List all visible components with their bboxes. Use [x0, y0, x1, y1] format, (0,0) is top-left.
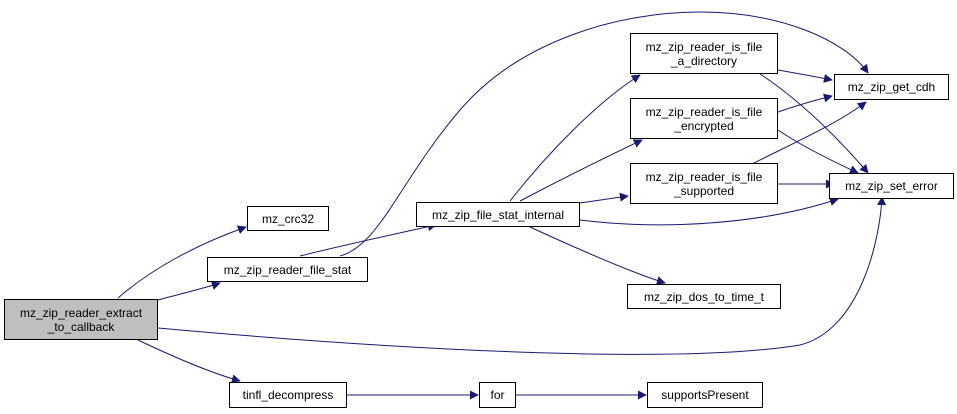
edge-extract-to-crc32 [117, 225, 247, 299]
edge-directory-to-get-cdh [777, 69, 833, 83]
edge-extract-to-set-error [157, 196, 887, 355]
node-mz-zip-dos-to-time-t[interactable]: mz_zip_dos_to_time_t [627, 284, 781, 309]
node-label-line2: _encrypted [674, 118, 734, 133]
node-label-line1: mz_zip_reader_extract [19, 305, 143, 320]
node-label-line2: _supported [673, 183, 735, 198]
node-label-line1: mz_zip_reader_is_file [645, 169, 763, 184]
node-mz-zip-file-stat-internal[interactable]: mz_zip_file_stat_internal [416, 202, 580, 227]
node-mz-zip-reader-is-file-encrypted[interactable]: mz_zip_reader_is_file _encrypted [630, 98, 778, 139]
edge-internal-to-set-error [579, 197, 839, 226]
node-mz-zip-reader-file-stat[interactable]: mz_zip_reader_file_stat [207, 257, 368, 282]
edge-stat-to-get-cdh [339, 11, 869, 257]
node-mz-zip-get-cdh[interactable]: mz_zip_get_cdh [834, 74, 949, 100]
edge-internal-to-dos [529, 226, 666, 285]
node-label: mz_zip_reader_file_stat [223, 262, 352, 277]
node-supports-present[interactable]: supportsPresent [647, 382, 763, 408]
node-label-line1: mz_zip_reader_is_file [645, 104, 763, 119]
node-mz-zip-reader-extract-to-callback: mz_zip_reader_extract _to_callback [4, 299, 158, 340]
node-label: mz_zip_file_stat_internal [431, 207, 565, 222]
node-label-line1: mz_zip_reader_is_file [645, 39, 763, 54]
node-label: mz_zip_get_cdh [847, 80, 936, 94]
node-mz-zip-reader-is-file-supported[interactable]: mz_zip_reader_is_file _supported [630, 163, 778, 204]
node-label-line2: _a_directory [670, 53, 738, 68]
edge-internal-to-directory [509, 74, 641, 202]
node-label-line2: _to_callback [47, 319, 115, 334]
node-label: mz_crc32 [261, 211, 314, 226]
node-mz-crc32[interactable]: mz_crc32 [247, 206, 329, 231]
edge-directory-to-set-error [759, 73, 869, 174]
node-label: mz_zip_dos_to_time_t [643, 289, 765, 304]
edge-extract-to-tinfl [137, 339, 241, 384]
edge-internal-to-supported [579, 192, 629, 204]
edge-encrypted-to-set-error [777, 129, 859, 174]
edge-encrypted-to-get-cdh [777, 93, 833, 113]
node-mz-zip-set-error[interactable]: mz_zip_set_error [829, 173, 954, 199]
node-label: tinfl_decompress [242, 388, 334, 402]
node-label: mz_zip_set_error [845, 179, 938, 193]
node-tinfl-decompress[interactable]: tinfl_decompress [229, 382, 347, 408]
edge-supported-to-get-cdh [751, 101, 867, 165]
node-for[interactable]: for [479, 382, 516, 408]
node-mz-zip-reader-is-file-a-directory[interactable]: mz_zip_reader_is_file _a_directory [630, 33, 778, 74]
edge-internal-to-encrypted [519, 139, 643, 202]
node-label: for [490, 388, 505, 402]
edge-extract-to-reader-file-stat [157, 281, 221, 301]
node-label: supportsPresent [661, 388, 749, 402]
